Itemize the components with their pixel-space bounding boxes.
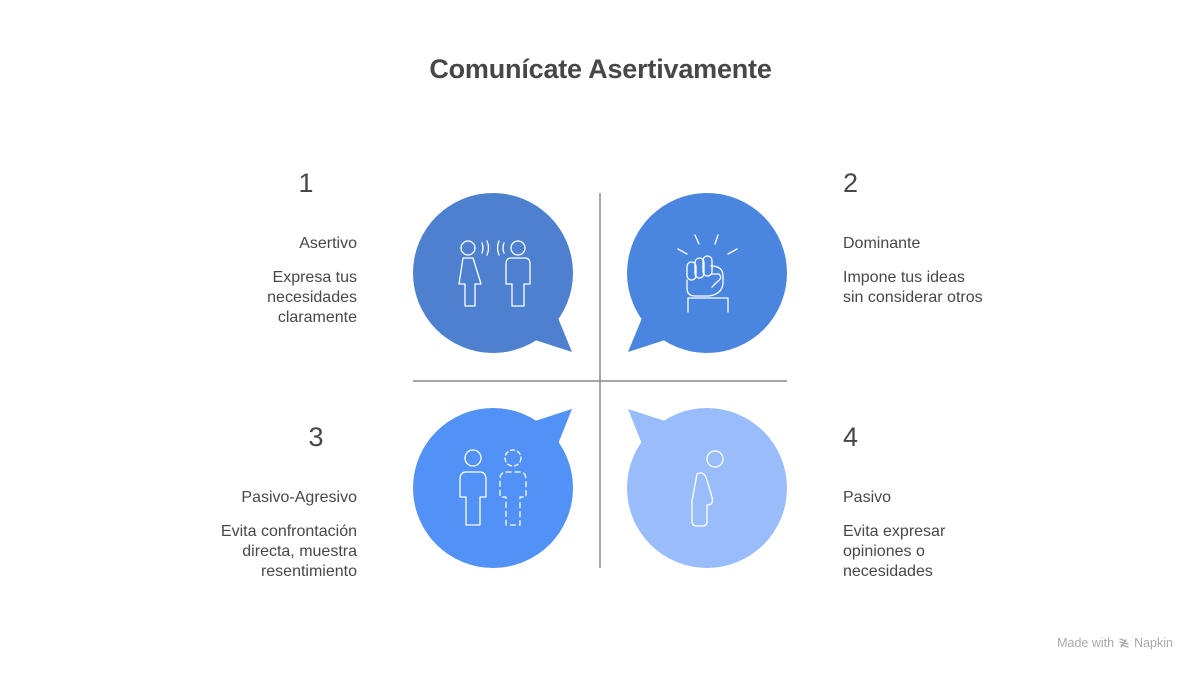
quadrant-1-number: 1 xyxy=(298,168,314,198)
bowing-person-icon xyxy=(691,450,724,527)
quadrant-4-label: Pasivo xyxy=(843,489,892,506)
quadrant-1-description: Expresa tus necesidades claramente xyxy=(267,269,357,326)
quadrant-3-description: Evita confrontación directa, muestra res… xyxy=(220,523,357,580)
quadrant-3-number: 3 xyxy=(308,422,324,452)
bubble-pasivo-agresivo xyxy=(413,408,573,568)
person-with-dashed-person-icon xyxy=(459,449,527,526)
bubble-pasivo xyxy=(627,408,787,568)
quadrant-4-description: Evita expresar opiniones o necesidades xyxy=(843,523,946,580)
page-title: Comunícate Asertivamente xyxy=(429,54,772,84)
quadrant-3-label: Pasivo-Agresivo xyxy=(241,489,357,506)
raised-fist-icon xyxy=(677,234,738,313)
bubble-asertivo xyxy=(413,193,573,353)
made-with-text: Made with xyxy=(1057,636,1115,650)
quadrant-2-description: Impone tus ideas sin considerar otros xyxy=(843,269,983,306)
napkin-logo-icon xyxy=(1119,638,1129,648)
napkin-brand-text: Napkin xyxy=(1134,636,1173,650)
made-with-napkin-footer: Made with Napkin xyxy=(1057,636,1173,650)
bubble-dominante xyxy=(627,193,787,353)
quadrant-4-number: 4 xyxy=(843,422,859,452)
quadrant-2-label: Dominante xyxy=(843,235,921,252)
two-people-talking-icon xyxy=(458,240,531,307)
quadrant-2-number: 2 xyxy=(843,168,859,198)
quadrant-1-label: Asertivo xyxy=(299,235,357,252)
